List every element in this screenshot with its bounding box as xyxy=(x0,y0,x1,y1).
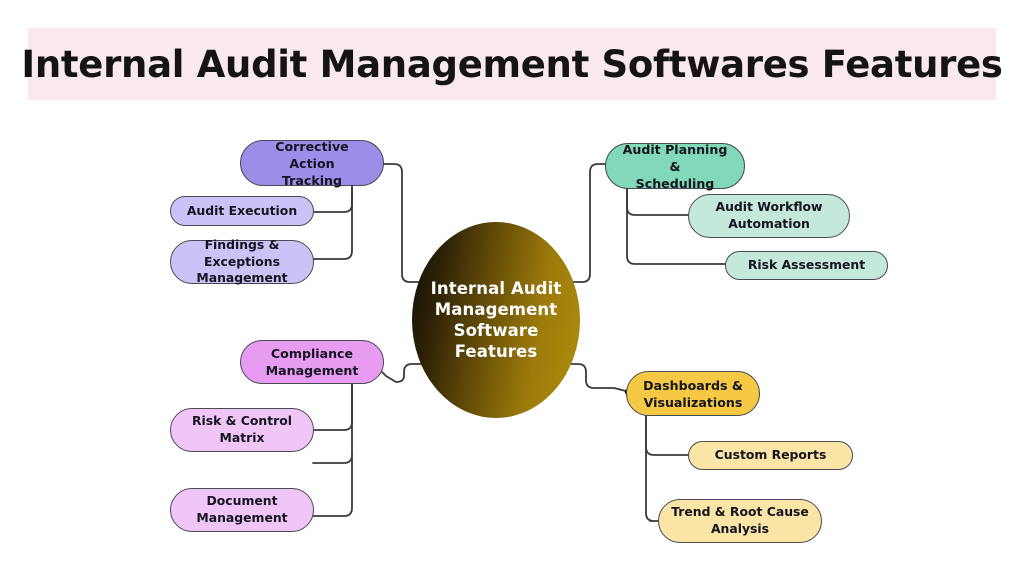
node-risk-assessment[interactable]: Risk Assessment xyxy=(725,251,888,280)
node-audit-planning-scheduling[interactable]: Audit Planning & Scheduling xyxy=(605,142,745,191)
connector-audit-planning-to-workflow xyxy=(626,188,691,216)
node-compliance-management[interactable]: Compliance Management xyxy=(240,340,384,384)
connector-compliance-stub xyxy=(312,454,353,464)
header-band: Internal Audit Management Softwares Feat… xyxy=(21,28,1003,100)
connector-dashboards-to-custom-reports xyxy=(645,415,691,456)
node-audit-workflow-automation[interactable]: Audit Workflow Automation xyxy=(688,194,850,238)
connector-center-to-compliance xyxy=(377,363,431,383)
node-document-management[interactable]: Document Management xyxy=(170,488,314,532)
node-risk-control-matrix[interactable]: Risk & Control Matrix xyxy=(170,408,314,452)
connector-dashboards-to-trend xyxy=(645,415,661,522)
connector-center-to-audit-planning xyxy=(561,163,611,283)
node-findings-exceptions-management[interactable]: Findings & Exceptions Management xyxy=(170,237,314,285)
connector-audit-planning-to-risk-assessment xyxy=(626,188,728,265)
connector-center-to-dashboards xyxy=(561,363,627,392)
node-trend-root-cause-analysis[interactable]: Trend & Root Cause Analysis xyxy=(658,499,822,543)
node-audit-execution[interactable]: Audit Execution xyxy=(170,196,314,226)
central-node-label: Internal Audit Management Software Featu… xyxy=(430,278,562,362)
connector-center-to-corrective xyxy=(377,163,431,283)
connector-corrective-to-findings xyxy=(312,185,353,260)
connector-compliance-to-risk-matrix xyxy=(312,381,353,431)
node-corrective-action-tracking[interactable]: Corrective Action Tracking xyxy=(240,139,384,188)
central-node[interactable]: Internal Audit Management Software Featu… xyxy=(412,222,580,418)
node-custom-reports[interactable]: Custom Reports xyxy=(688,441,853,470)
connector-corrective-to-audit-execution xyxy=(312,185,353,213)
page-title: Internal Audit Management Softwares Feat… xyxy=(21,42,1003,86)
connector-compliance-to-document xyxy=(312,381,353,517)
node-dashboards-visualizations[interactable]: Dashboards & Visualizations xyxy=(626,371,760,416)
